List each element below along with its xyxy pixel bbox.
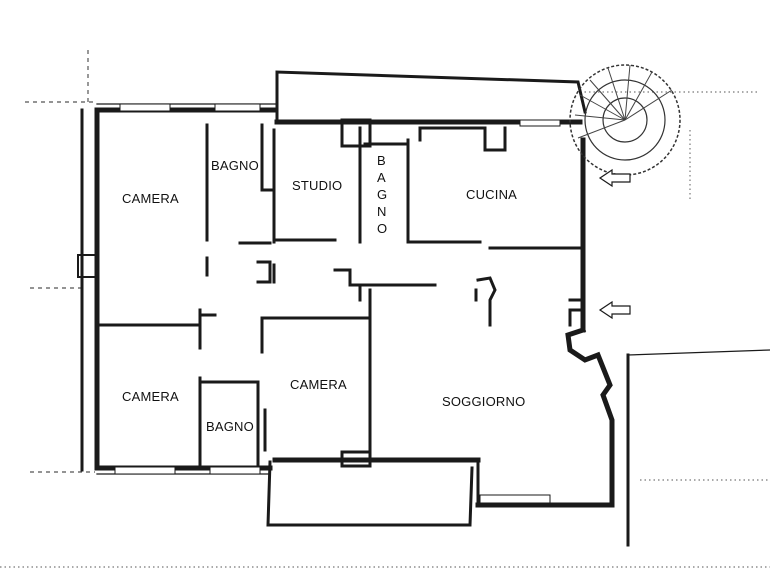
entrance-arrow-upper: [598, 168, 631, 188]
room-label-bagno-vertical: B A G N O: [377, 153, 387, 236]
room-labels: CAMERA BAGNO STUDIO CUCINA CAMERA BAGNO …: [122, 153, 525, 434]
vertical-letter: G: [377, 187, 387, 202]
room-label-cucina: CUCINA: [466, 187, 517, 202]
room-label-bagno-top: BAGNO: [211, 158, 259, 173]
room-label-camera-center: CAMERA: [290, 377, 347, 392]
interior-walls: [95, 118, 585, 468]
guide-lines: [0, 50, 770, 568]
room-label-camera-bottom-left: CAMERA: [122, 389, 179, 404]
room-label-soggiorno: SOGGIORNO: [442, 394, 525, 409]
vertical-letter: O: [377, 221, 387, 236]
vertical-letter: A: [377, 170, 386, 185]
room-label-studio: STUDIO: [292, 178, 342, 193]
spiral-staircase: [569, 64, 681, 176]
room-label-camera-top-left: CAMERA: [122, 191, 179, 206]
vertical-letter: N: [377, 204, 387, 219]
vertical-letter: B: [377, 153, 386, 168]
entrance-arrow-lower: [598, 300, 631, 320]
entrance-arrows: [598, 168, 631, 320]
windows: [114, 103, 561, 504]
exterior-walls: [77, 70, 770, 547]
room-label-bagno-bottom: BAGNO: [206, 419, 254, 434]
